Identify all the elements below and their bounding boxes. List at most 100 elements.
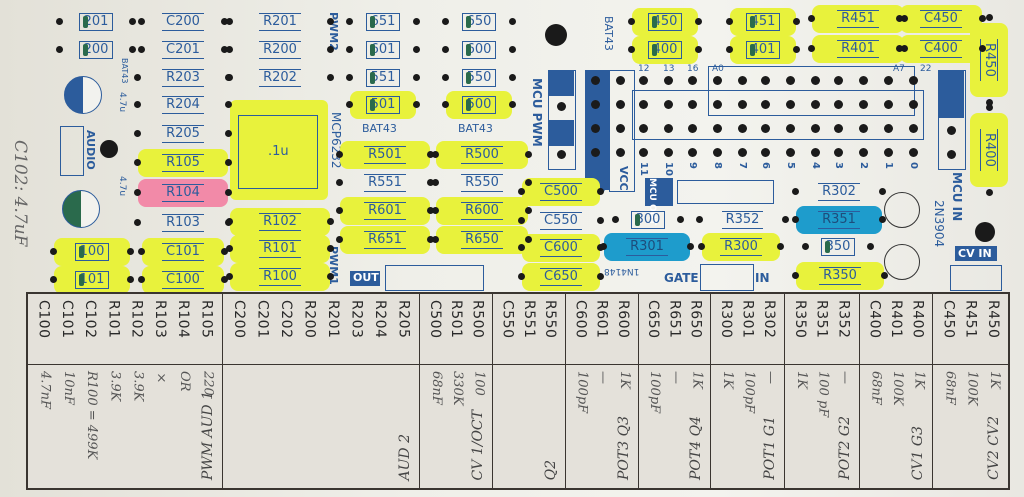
component-400: 400: [628, 36, 702, 64]
component-r350: R350: [792, 262, 888, 290]
solder-pad: [346, 101, 353, 108]
component-r104: R104: [134, 179, 232, 207]
component-label: C400: [920, 40, 962, 58]
header-hole: [884, 124, 893, 133]
marker-highlight: [900, 5, 982, 33]
header-hole: [591, 100, 600, 109]
component-label: R601: [364, 202, 406, 220]
header-hole: [664, 124, 673, 133]
solder-pad: [597, 188, 604, 195]
solder-pad: [879, 216, 886, 223]
component-label: R103: [162, 214, 204, 232]
solder-pad: [792, 188, 799, 195]
transistor-q: [884, 244, 920, 280]
mounting-hole: [975, 222, 995, 242]
solder-pad: [336, 236, 343, 243]
component-r202: R202: [226, 69, 334, 87]
header-hole: [786, 76, 795, 85]
component-label: 651: [365, 13, 401, 31]
marker-highlight: [900, 35, 982, 63]
marker-highlight: [138, 179, 228, 207]
marker-highlight: [54, 238, 130, 266]
component-r551: R551: [336, 174, 434, 192]
part-value: 68nF: [429, 371, 444, 405]
component-label: R200: [259, 41, 301, 59]
marker-highlight: [632, 8, 698, 36]
solder-pad: [134, 130, 141, 137]
solder-pad: [226, 273, 233, 280]
component-r203: R203: [134, 69, 232, 87]
solder-pad: [346, 46, 353, 53]
component-label: C650: [540, 268, 582, 286]
header-pin-number: 9: [687, 162, 698, 169]
header-hole: [713, 148, 722, 157]
component-c550: C550: [518, 212, 604, 230]
cv-in-connector: [950, 265, 1002, 291]
solder-pad: [687, 243, 694, 250]
component-label: C500: [540, 183, 582, 201]
marker-highlight: [730, 8, 796, 36]
solder-pad: [336, 207, 343, 214]
header-hole: [761, 124, 770, 133]
component-c600: C600: [518, 234, 604, 262]
marker-highlight: [142, 238, 224, 266]
solder-pad: [525, 207, 532, 214]
solder-pad: [808, 15, 815, 22]
solder-pad: [138, 276, 145, 283]
solder-pad: [793, 46, 800, 53]
component-300: 300: [612, 211, 684, 229]
part-value: OR: [177, 371, 193, 392]
part-value: [301, 365, 319, 488]
component-r451: R451: [808, 5, 908, 33]
solder-pad: [226, 218, 233, 225]
group-note: CV1 G3: [910, 425, 927, 480]
component-label: 100: [74, 243, 110, 261]
bat43-label: BAT43: [120, 58, 129, 84]
header-hole: [859, 100, 868, 109]
component-label: R401: [837, 40, 879, 58]
part-value: [253, 365, 271, 488]
component-c201: C201: [138, 41, 228, 59]
component-100: 100: [50, 238, 134, 266]
header-pin-number: 6: [760, 162, 771, 169]
component-c200: C200: [138, 13, 228, 31]
component-650: 650: [442, 13, 516, 31]
column-header: R201: [325, 300, 342, 339]
header-top-label: 16: [687, 64, 699, 74]
component-label: 601: [365, 41, 401, 59]
marker-highlight: [230, 263, 330, 291]
table-value-row: AUD 2: [223, 365, 419, 488]
solder-pad: [327, 245, 334, 252]
component-label: R300: [720, 238, 762, 256]
component-r300: R300: [698, 233, 784, 261]
component-label: 451: [745, 13, 781, 31]
component-r400: R400: [970, 104, 1008, 196]
column-header: R500: [469, 300, 486, 339]
part-value: ×: [153, 371, 169, 386]
solder-pad: [896, 45, 903, 52]
component-label: 201: [78, 13, 114, 31]
component-label: 101: [74, 271, 110, 289]
component-label: R350: [819, 267, 861, 285]
header-hole: [713, 124, 722, 133]
solder-pad: [56, 18, 63, 25]
mcu-pwm-pin-block: [548, 120, 574, 146]
component-label: R100: [259, 268, 301, 286]
header-hole: [909, 124, 918, 133]
cap-01u-label: .1u: [268, 144, 289, 159]
solder-pad: [226, 46, 233, 53]
part-value: [499, 365, 517, 488]
header-pin-number: 7: [737, 162, 748, 169]
component-label: 401: [745, 41, 781, 59]
column-header: C600: [572, 300, 589, 339]
component-label: R651: [364, 231, 406, 249]
header-hole: [639, 76, 648, 85]
